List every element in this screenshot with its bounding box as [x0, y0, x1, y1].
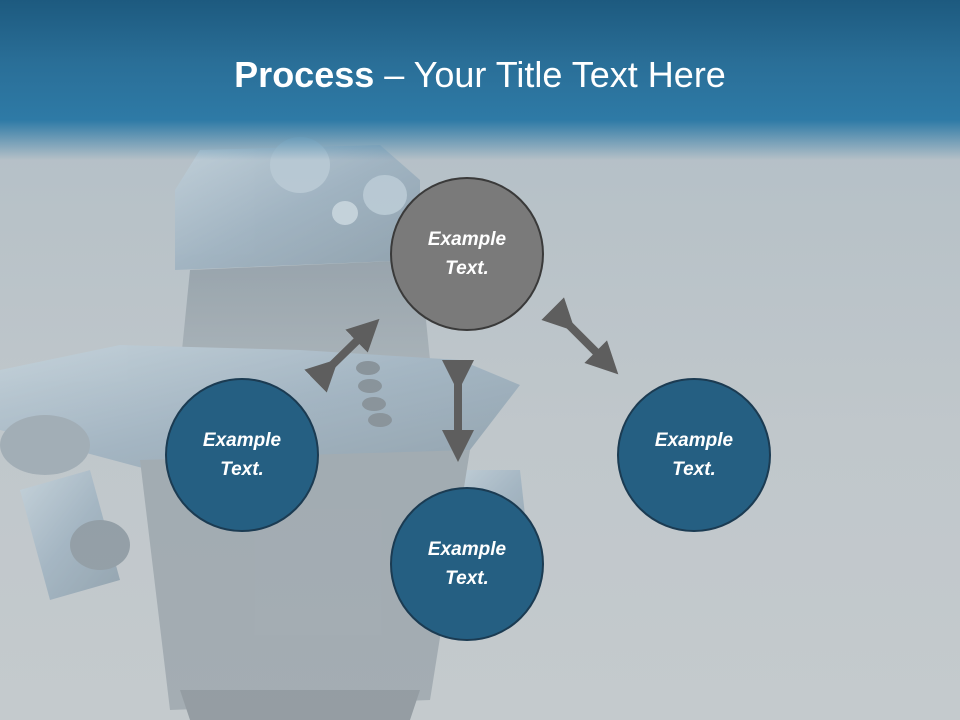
slide-title: Process – Your Title Text Here	[0, 52, 960, 98]
process-node-top: Example Text.	[390, 177, 544, 331]
node-top-text: Example Text.	[427, 229, 507, 279]
process-node-right: Example Text.	[617, 378, 771, 532]
process-node-bottom: Example Text.	[390, 487, 544, 641]
title-bold: Process	[234, 54, 375, 95]
arrow-top-left	[304, 318, 380, 393]
node-bottom-text: Example Text.	[427, 539, 507, 589]
node-left-text: Example Text.	[202, 430, 282, 480]
process-node-left: Example Text.	[165, 378, 319, 532]
title-banner	[0, 0, 960, 160]
arrow-top-right	[541, 297, 619, 375]
node-right-text: Example Text.	[654, 430, 734, 480]
title-rest: – Your Title Text Here	[374, 54, 726, 95]
